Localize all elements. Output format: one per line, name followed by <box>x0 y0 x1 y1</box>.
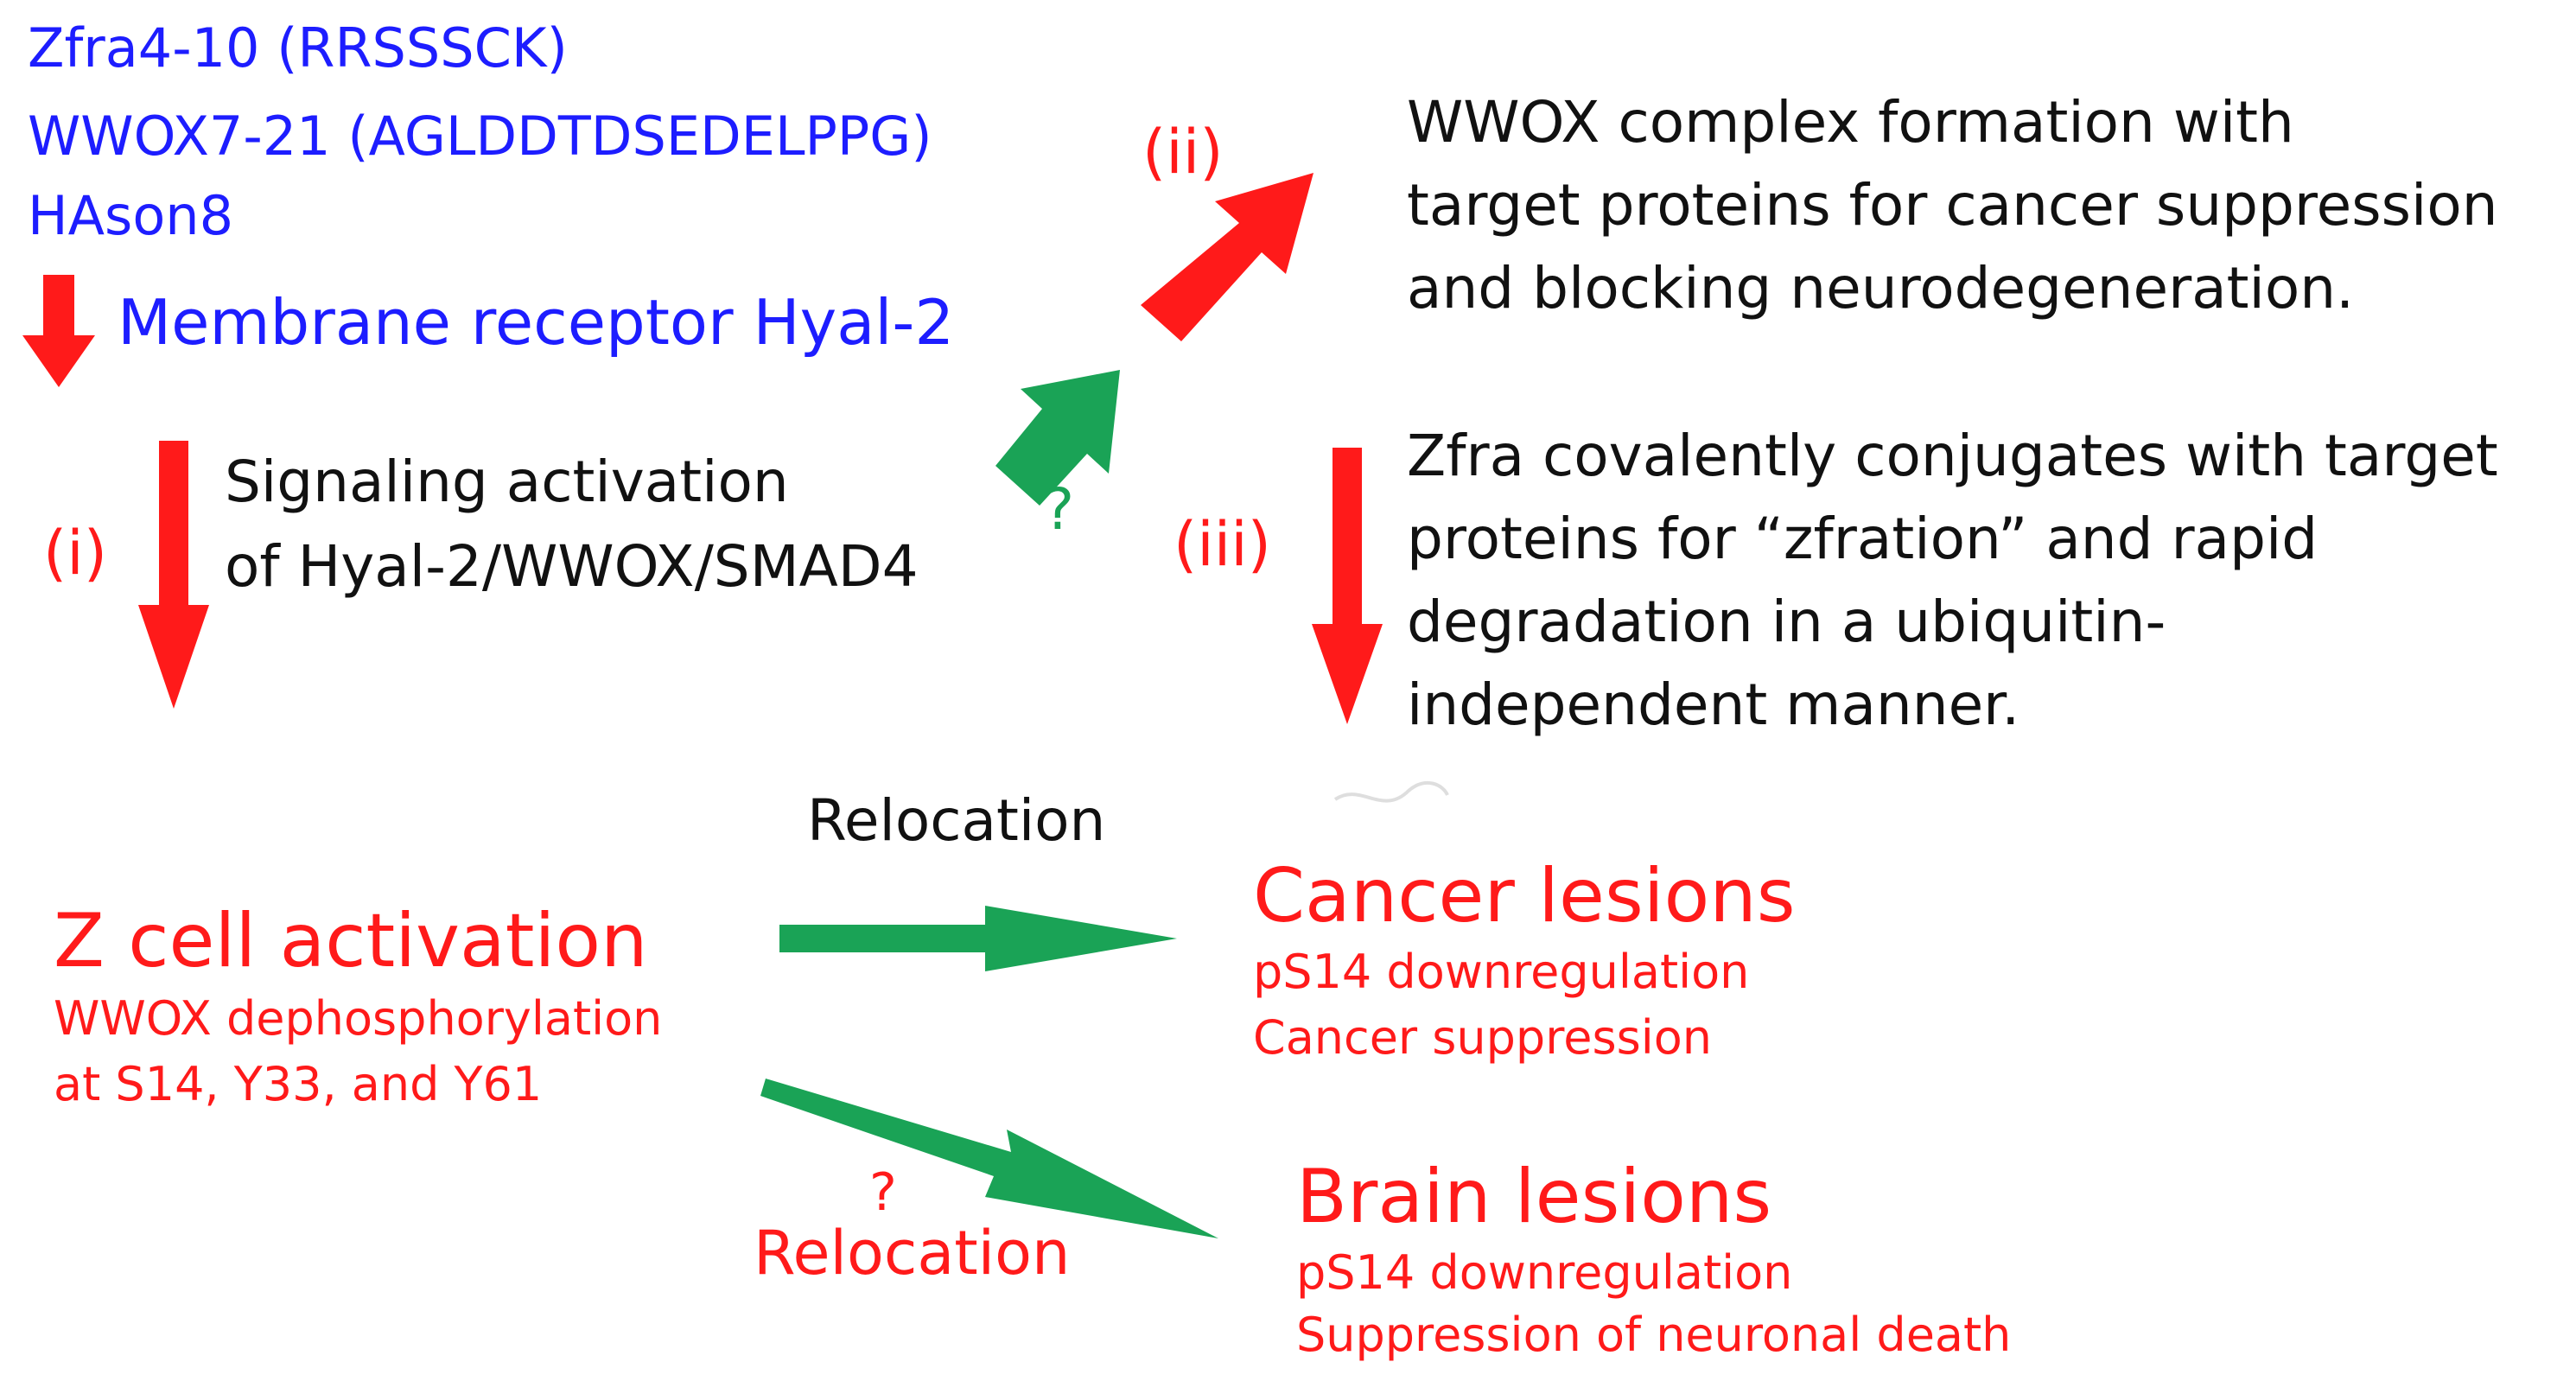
z-cell-activation-title: Z cell activation <box>54 898 648 984</box>
cancer-lesions-title: Cancer lesions <box>1253 853 1796 939</box>
input-zfra4-10: Zfra4-10 (RRSSSCK) <box>28 16 568 80</box>
brain-lesions-sub-line1: pS14 downregulation <box>1296 1245 1793 1300</box>
cancer-lesions-sub-line1: pS14 downregulation <box>1253 945 1750 999</box>
brain-lesions-title: Brain lesions <box>1296 1154 1772 1240</box>
relocation-bottom-label: Relocation <box>754 1218 1071 1289</box>
faint-squiggle <box>1333 780 1449 803</box>
relocation-top-label: Relocation <box>807 787 1106 854</box>
z-cell-sub-line2: at S14, Y33, and Y61 <box>54 1057 543 1111</box>
step-iii-text-line1: Zfra covalently conjugates with target <box>1407 423 2498 489</box>
step-iii-text-line4: independent manner. <box>1407 671 2020 738</box>
input-hason8: HAson8 <box>28 184 234 247</box>
arrow-step-i <box>138 441 209 709</box>
step-i-label: (i) <box>43 518 108 589</box>
arrow-green-diagonal <box>995 370 1120 506</box>
step-ii-text-line1: WWOX complex formation with <box>1407 89 2294 156</box>
step-ii-text-line3: and blocking neurodegeneration. <box>1407 255 2355 321</box>
step-ii-question-mark: ? <box>1044 476 1075 543</box>
membrane-receptor-label: Membrane receptor Hyal-2 <box>118 286 955 359</box>
step-iii-text-line3: degradation in a ubiquitin- <box>1407 589 2166 655</box>
cancer-lesions-sub-line2: Cancer suppression <box>1253 1010 1712 1065</box>
arrow-relocation-cancer <box>779 906 1177 971</box>
relocation-bottom-question: ? <box>869 1162 897 1223</box>
arrow-inputs-to-receptor <box>22 275 95 387</box>
step-i-text-line1: Signaling activation <box>225 449 789 515</box>
arrow-step-ii <box>1141 173 1313 341</box>
step-iii-label: (iii) <box>1174 509 1271 580</box>
arrow-step-iii <box>1312 448 1383 724</box>
input-wwox7-21: WWOX7-21 (AGLDDTDSEDELPPG) <box>28 105 932 168</box>
arrow-relocation-brain <box>760 1079 1218 1238</box>
brain-lesions-sub-line2: Suppression of neuronal death <box>1296 1308 2012 1362</box>
step-i-text-line2: of Hyal-2/WWOX/SMAD4 <box>225 533 919 600</box>
step-ii-text-line2: target proteins for cancer suppression <box>1407 172 2498 239</box>
z-cell-sub-line1: WWOX dephosphorylation <box>54 991 663 1046</box>
step-iii-text-line2: proteins for “zfration” and rapid <box>1407 506 2318 572</box>
step-ii-label: (ii) <box>1142 117 1224 188</box>
